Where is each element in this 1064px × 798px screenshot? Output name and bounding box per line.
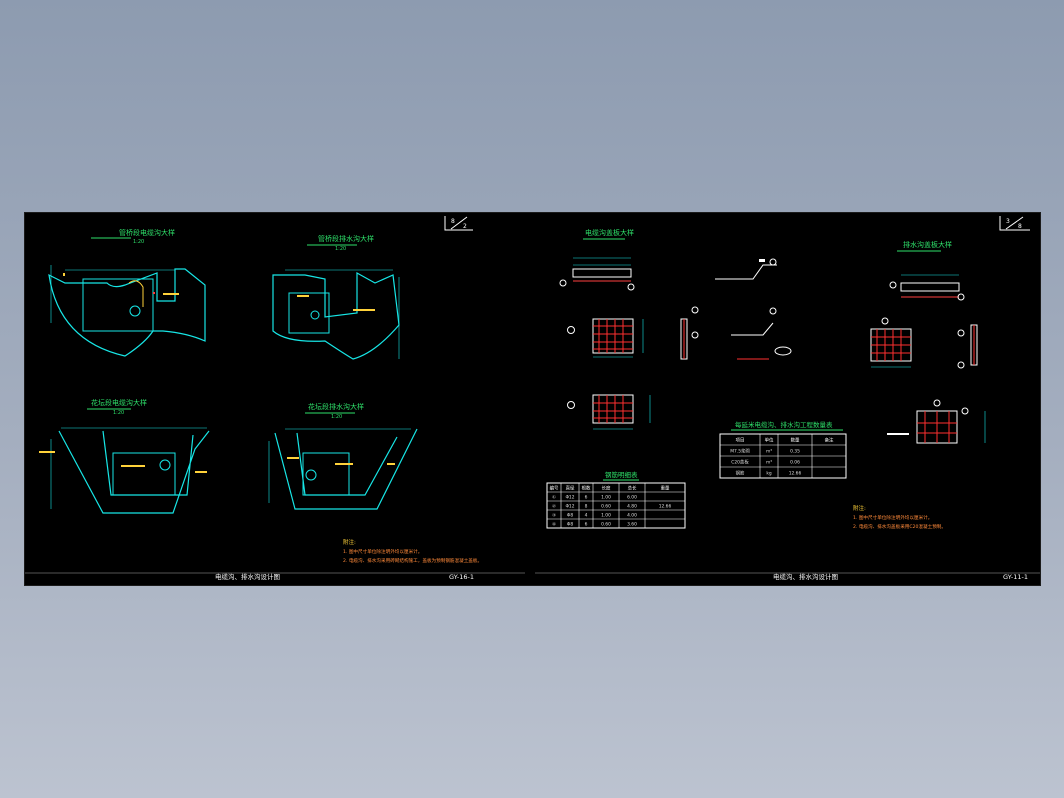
rebar-table-cell: 1.00	[601, 513, 611, 519]
rebar-table-cell: 0.60	[601, 522, 611, 528]
rebar-table-cell: 4.00	[627, 513, 637, 519]
corner-tag-left: 8 2	[444, 216, 473, 231]
view-cable-trench-bl: 花坛段电缆沟大样 1:20	[39, 398, 210, 514]
sheet-title-left: 电缆沟、排水沟设计图	[215, 572, 280, 581]
qty-table-cell: 0.35	[790, 449, 800, 455]
view-cover-plate: 电缆沟盖板大样	[559, 228, 699, 430]
quantity-table: 每延米电缆沟、排水沟工程数量表 项目 单位 数量 备注 M7.5浆砌 m³ 0.35C20盖…	[719, 420, 847, 479]
qty-table-title: 每延米电缆沟、排水沟工程数量表	[735, 420, 833, 429]
rebar-table: 钢筋明细表 编号直径根数 长度 总长 重量 ① Φ12 6 1.00 6.00 ② Φ12 8 0.60…	[546, 470, 686, 529]
note-right-2: 2. 电缆沟、排水沟盖板采用C20混凝土预制。	[853, 523, 946, 530]
view-title-br: 花坛段排水沟大样	[308, 402, 364, 411]
rebar-table-cell: 6	[585, 495, 588, 501]
view-drain-trench-tr: 管桥段排水沟大样 1:20	[272, 234, 400, 360]
rebar-table-cell: 12.66	[659, 504, 672, 510]
rebar-table-cell: 1.00	[601, 495, 611, 501]
rebar-table-cell: Φ8	[567, 522, 573, 528]
qty-table-cell: m³	[766, 449, 772, 455]
rebar-table-header-cell: 重量	[661, 485, 670, 492]
rebar-table-cell: 0.60	[601, 504, 611, 510]
sheet-code-right: GY-11-1	[1003, 573, 1028, 581]
note-left-1: 1. 图中尺寸单位除注明外均以厘米计。	[343, 548, 422, 555]
qty-table-header-cell: 单位	[765, 437, 774, 444]
view-drain-trench-br: 花坛段排水沟大样 1:20	[268, 402, 418, 510]
rebar-table-title: 钢筋明细表	[605, 470, 638, 479]
view-title-drain-cover: 排水沟盖板大样	[903, 240, 952, 249]
rebar-table-cell: 6.00	[627, 495, 637, 501]
rebar-table-cell: 4	[585, 513, 588, 519]
rebar-table-header-cell: 总长	[628, 485, 637, 492]
rebar-table-cell: ④	[552, 522, 556, 528]
note-left-2: 2. 电缆沟、排水沟采用砖砌结构施工，盖板为预制钢筋混凝土盖板。	[343, 557, 482, 564]
rebar-table-cell: Φ12	[565, 495, 574, 501]
corner-top-right: 3	[1006, 218, 1010, 225]
rebar-table-cell: ③	[552, 513, 556, 519]
view-scale-br: 1:20	[331, 414, 342, 420]
rebar-table-header-cell: 直径	[566, 485, 575, 492]
corner-bottom-right: 8	[1018, 223, 1022, 230]
rebar-table-cell: 8	[585, 504, 588, 510]
note-right-1: 1. 图中尺寸单位除注明外均以厘米计。	[853, 514, 932, 521]
qty-table-header-cell: 备注	[825, 437, 834, 444]
sheet-code-left: GY-16-1	[449, 573, 474, 581]
notes-heading-right: 附注:	[853, 504, 866, 512]
view-title-bl: 花坛段电缆沟大样	[91, 398, 147, 407]
rebar-bend-details	[715, 258, 792, 360]
rebar-table-cell: Φ8	[567, 513, 573, 519]
notes-heading-left: 附注:	[343, 538, 356, 546]
view-scale-tl: 1:20	[133, 239, 144, 245]
qty-table-cell: M7.5浆砌	[730, 448, 750, 455]
rebar-table-header-cell: 长度	[602, 485, 611, 492]
corner-bottom-left: 2	[463, 223, 467, 230]
sheet-title-right: 电缆沟、排水沟设计图	[773, 572, 838, 581]
view-cable-trench-tl: 管桥段电缆沟大样 1:20	[48, 228, 206, 357]
view-title-cover: 电缆沟盖板大样	[585, 228, 634, 237]
rebar-table-cell: 3.60	[627, 522, 637, 528]
rebar-table-frame	[546, 482, 686, 529]
rebar-table-cell: ①	[552, 495, 556, 501]
corner-tag-right: 3 8	[999, 216, 1030, 231]
sheet-left: 8 2 管桥段电缆沟大样 1:20	[25, 216, 525, 581]
view-title-tr: 管桥段排水沟大样	[318, 234, 374, 243]
rebar-table-header-cell: 根数	[582, 485, 591, 492]
qty-table-cell: kg	[766, 471, 772, 477]
drawing-canvas[interactable]: 8 2 管桥段电缆沟大样 1:20	[24, 212, 1041, 586]
corner-top-left: 8	[451, 218, 455, 225]
view-scale-bl: 1:20	[113, 410, 124, 416]
qty-table-cell: 12.66	[789, 471, 802, 477]
qty-table-cell: m³	[766, 460, 772, 466]
view-scale-tr: 1:20	[335, 246, 346, 252]
sheet-right: 3 8 电缆沟盖板大样	[535, 216, 1040, 581]
rebar-table-cell: Φ12	[565, 504, 574, 510]
view-drain-cover: 排水沟盖板大样	[870, 240, 986, 444]
rebar-table-cell: 4.80	[627, 504, 637, 510]
qty-table-header-cell: 项目	[736, 438, 745, 444]
qty-table-cell: C20盖板	[731, 459, 749, 466]
qty-table-header-cell: 数量	[791, 437, 800, 444]
rebar-table-header-cell: 编号	[550, 485, 559, 492]
notes-left: 附注: 1. 图中尺寸单位除注明外均以厘米计。 2. 电缆沟、排水沟采用砖砌结构…	[343, 538, 482, 564]
qty-table-cell: 钢筋	[736, 470, 745, 477]
rebar-table-cell: ②	[552, 504, 556, 510]
notes-right: 附注: 1. 图中尺寸单位除注明外均以厘米计。 2. 电缆沟、排水沟盖板采用C2…	[853, 504, 946, 530]
qty-table-cell: 0.06	[790, 460, 800, 466]
rebar-table-cell: 6	[585, 522, 588, 528]
view-title-tl: 管桥段电缆沟大样	[119, 228, 175, 237]
